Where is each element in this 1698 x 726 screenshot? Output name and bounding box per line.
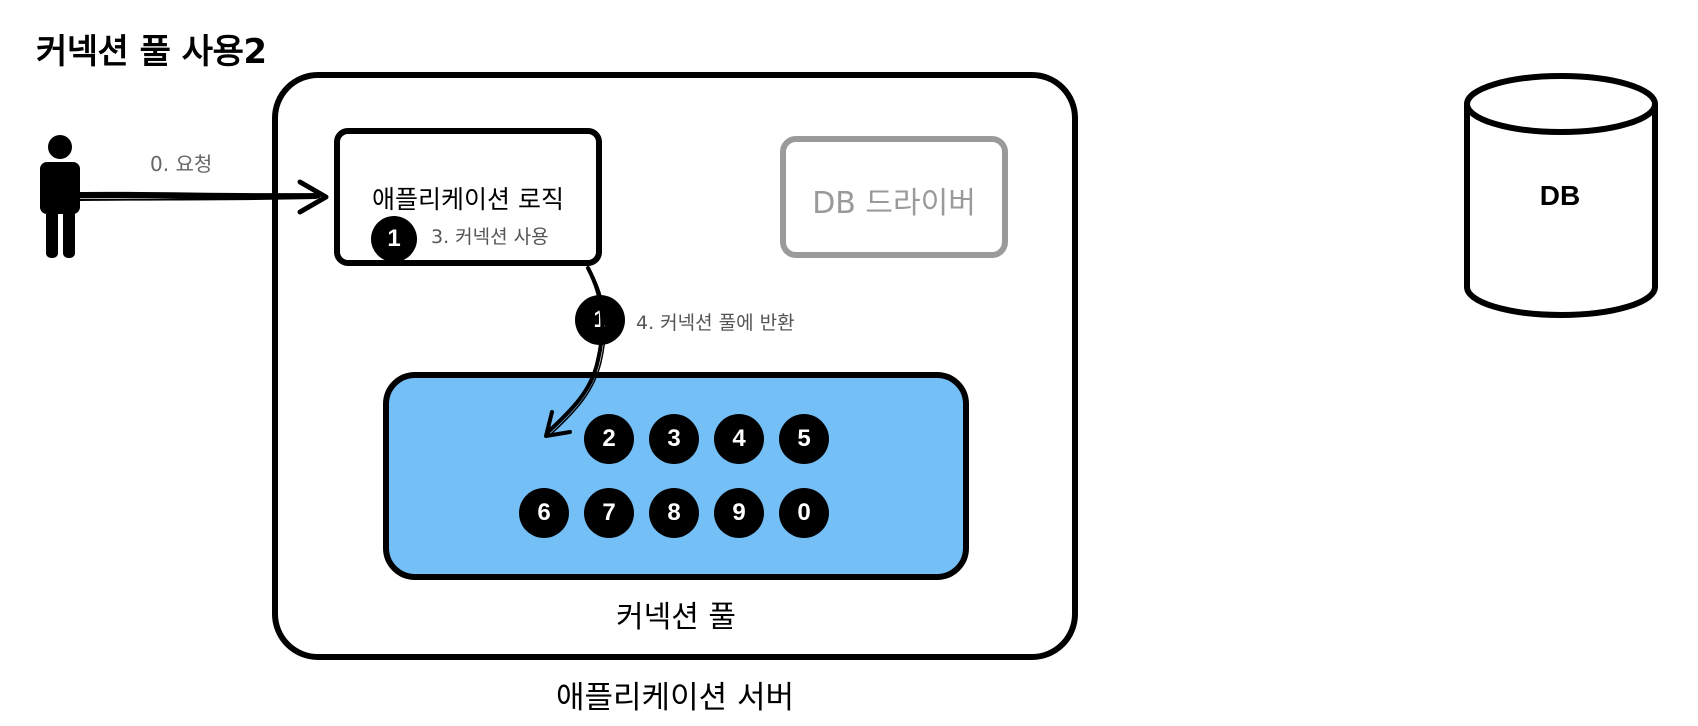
connection-pool-box (383, 372, 969, 580)
database-label: DB (1539, 180, 1581, 211)
connection-badge-in-use: 1 (371, 216, 417, 262)
db-driver-box (780, 136, 1008, 258)
pool-connection: 5 (779, 414, 829, 464)
application-server-label: 애플리케이션 서버 (555, 680, 794, 716)
pool-connection: 3 (649, 414, 699, 464)
application-logic-label: 애플리케이션 로직 (372, 185, 564, 214)
pool-connection: 2 (584, 414, 634, 464)
pool-connection: 6 (519, 488, 569, 538)
db-driver-label: DB 드라이버 (812, 186, 976, 221)
pool-connection: 0 (779, 488, 829, 538)
connection-badge-returning: 1 (575, 295, 625, 345)
request-note: 0. 요청 (150, 152, 213, 176)
use-connection-note: 3. 커넥션 사용 (431, 226, 549, 248)
page-title: 커넥션 풀 사용2 (36, 32, 267, 72)
user-icon (40, 135, 80, 258)
pool-connection: 8 (649, 488, 699, 538)
return-to-pool-note: 4. 커넥션 풀에 반환 (636, 312, 795, 334)
pool-connection: 7 (584, 488, 634, 538)
pool-connection: 9 (714, 488, 764, 538)
connection-pool-label: 커넥션 풀 (616, 600, 736, 635)
pool-connection: 4 (714, 414, 764, 464)
